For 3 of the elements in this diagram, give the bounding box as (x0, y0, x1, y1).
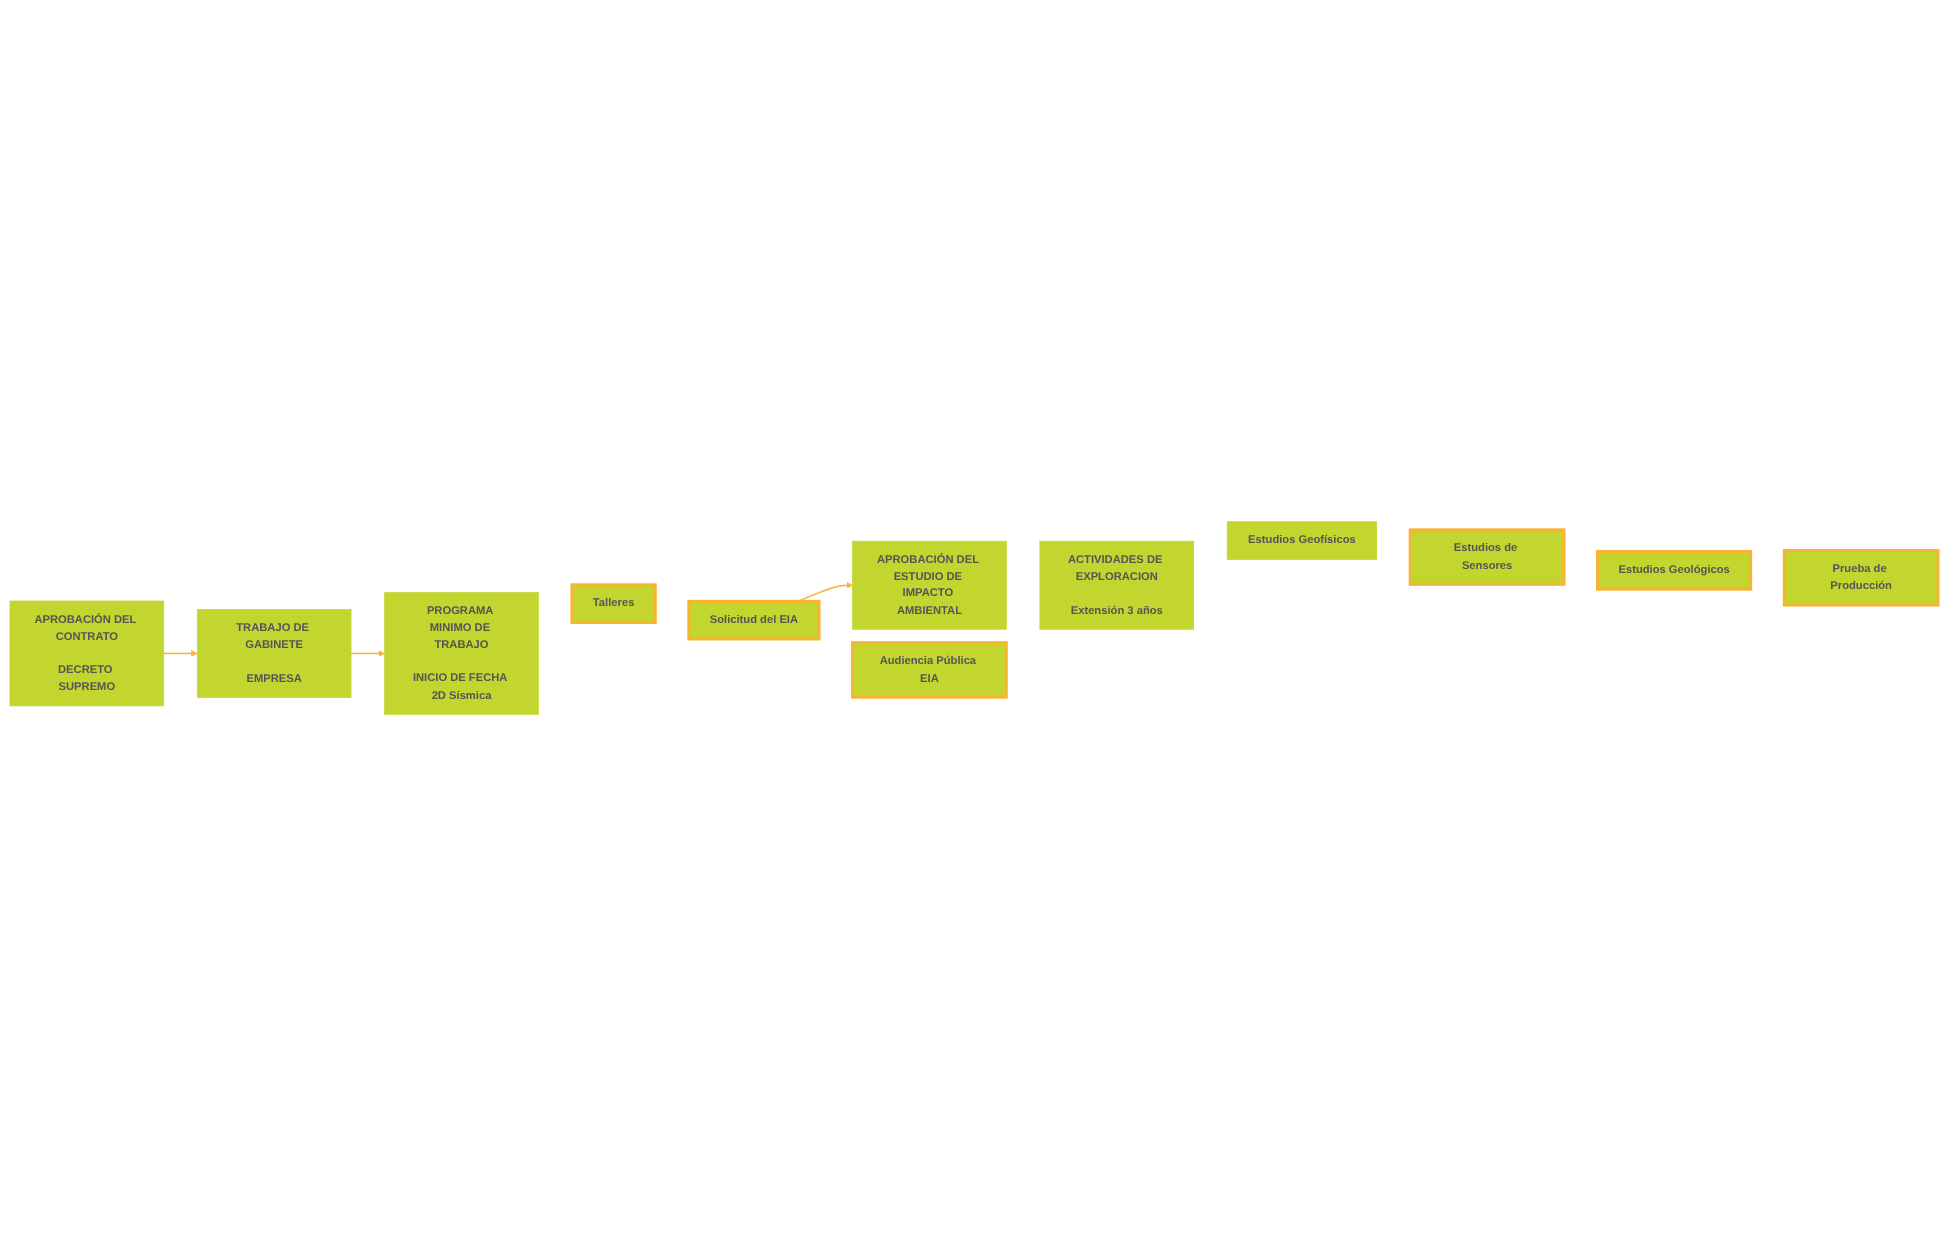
arrow (162, 650, 198, 657)
arrow (350, 650, 385, 657)
arrow (797, 581, 853, 603)
